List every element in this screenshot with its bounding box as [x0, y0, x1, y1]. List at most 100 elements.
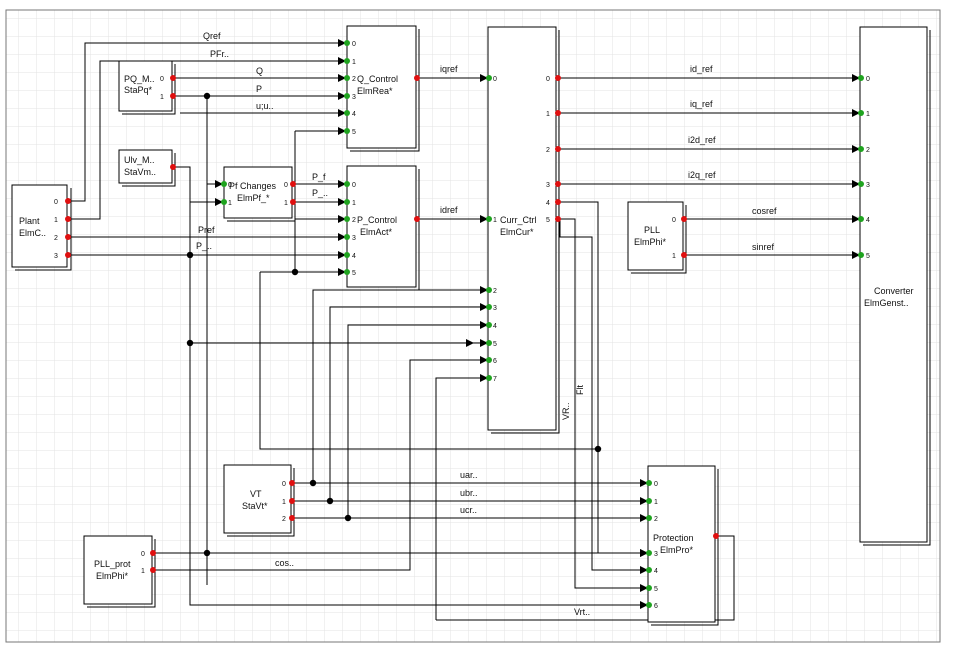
- input-port[interactable]: [858, 75, 864, 81]
- input-port[interactable]: [344, 110, 350, 116]
- output-port[interactable]: [414, 75, 420, 81]
- input-port[interactable]: [858, 146, 864, 152]
- output-port[interactable]: [289, 480, 295, 486]
- wire-vrt-back: [189, 202, 634, 606]
- input-port[interactable]: [646, 567, 652, 573]
- port-label: 2: [352, 76, 356, 83]
- input-port[interactable]: [646, 480, 652, 486]
- output-port[interactable]: [555, 199, 561, 205]
- port-label: 6: [493, 358, 497, 365]
- block-p-control[interactable]: P_Control ElmAct* 0 1 2 3 4 5: [346, 165, 420, 291]
- input-port[interactable]: [858, 252, 864, 258]
- input-port[interactable]: [646, 602, 652, 608]
- output-port[interactable]: [65, 252, 71, 258]
- block-curr-ctrl[interactable]: Curr_Ctrl ElmCur* VR.. Flt 0 1 2 3 4 5 6…: [487, 26, 585, 434]
- block-pll[interactable]: PLL ElmPhi* 0 1: [627, 201, 687, 274]
- input-port[interactable]: [344, 234, 350, 240]
- signal-labels: Qref PFr.. Q P u;u.. P_f P_.. Pref P_.. …: [196, 31, 777, 617]
- label-qref: Qref: [203, 31, 221, 41]
- input-port[interactable]: [486, 357, 492, 363]
- vt-type: StaVt*: [242, 501, 268, 511]
- output-port[interactable]: [150, 567, 156, 573]
- protection-name: Protection: [653, 533, 694, 543]
- block-pf-changes[interactable]: Pf Changes ElmPf_* 0 1 0 1: [223, 166, 296, 222]
- output-port[interactable]: [65, 216, 71, 222]
- output-port[interactable]: [555, 110, 561, 116]
- output-port[interactable]: [713, 533, 719, 539]
- block-ulv-meter[interactable]: Ulv_M.. StaVm..: [118, 149, 176, 187]
- output-port[interactable]: [170, 75, 176, 81]
- block-pll-prot[interactable]: PLL_prot ElmPhi* 0 1: [83, 535, 156, 608]
- port-label: 1: [546, 111, 550, 118]
- port-label: 3: [866, 182, 870, 189]
- output-port[interactable]: [290, 181, 296, 187]
- input-port[interactable]: [221, 199, 227, 205]
- protection-type: ElmPro*: [660, 545, 694, 555]
- output-port[interactable]: [555, 216, 561, 222]
- port-label: 0: [141, 551, 145, 558]
- input-port[interactable]: [486, 322, 492, 328]
- input-port[interactable]: [486, 216, 492, 222]
- output-port[interactable]: [65, 198, 71, 204]
- block-protection[interactable]: Protection ElmPro* 0 1 2 3 4 5 6: [647, 465, 719, 626]
- output-port[interactable]: [65, 234, 71, 240]
- output-port[interactable]: [170, 93, 176, 99]
- output-port[interactable]: [150, 550, 156, 556]
- input-port[interactable]: [344, 199, 350, 205]
- output-port[interactable]: [289, 515, 295, 521]
- output-port[interactable]: [290, 199, 296, 205]
- output-port[interactable]: [681, 252, 687, 258]
- input-port[interactable]: [344, 93, 350, 99]
- port-label: 0: [493, 76, 497, 83]
- port-label: 5: [866, 253, 870, 260]
- input-port[interactable]: [344, 75, 350, 81]
- block-converter[interactable]: Converter ElmGenst.. 0 1 2 3 4 5: [859, 26, 931, 546]
- output-port[interactable]: [681, 216, 687, 222]
- currctrl-vr-label: VR..: [561, 402, 571, 420]
- block-plant[interactable]: Plant ElmC.. 0 1 2 3: [11, 184, 72, 271]
- input-port[interactable]: [646, 515, 652, 521]
- port-label: 0: [160, 76, 164, 83]
- label-vrt: Vrt..: [574, 607, 590, 617]
- input-port[interactable]: [646, 550, 652, 556]
- input-port[interactable]: [344, 216, 350, 222]
- input-port[interactable]: [344, 40, 350, 46]
- input-port[interactable]: [344, 269, 350, 275]
- pq-type: StaPq*: [124, 85, 153, 95]
- input-port[interactable]: [344, 58, 350, 64]
- input-port[interactable]: [221, 181, 227, 187]
- input-port[interactable]: [858, 181, 864, 187]
- input-port[interactable]: [344, 181, 350, 187]
- block-q-control[interactable]: Q_Control ElmRea* 0 1 2 3 4 5: [346, 25, 420, 152]
- input-port[interactable]: [486, 375, 492, 381]
- block-pq-meter[interactable]: PQ_M.. StaPq* 0 1: [118, 60, 176, 115]
- output-port[interactable]: [555, 146, 561, 152]
- port-label: 1: [493, 217, 497, 224]
- output-port[interactable]: [555, 181, 561, 187]
- input-port[interactable]: [646, 585, 652, 591]
- output-port[interactable]: [555, 75, 561, 81]
- input-port[interactable]: [486, 75, 492, 81]
- output-port[interactable]: [414, 216, 420, 222]
- port-label: 3: [493, 305, 497, 312]
- wire-cos: [155, 553, 411, 571]
- output-port[interactable]: [289, 498, 295, 504]
- input-port[interactable]: [646, 498, 652, 504]
- input-port[interactable]: [486, 304, 492, 310]
- output-port[interactable]: [170, 164, 176, 170]
- label-uu: u;u..: [256, 101, 274, 111]
- input-port[interactable]: [858, 110, 864, 116]
- input-port[interactable]: [344, 252, 350, 258]
- port-label: 1: [672, 253, 676, 260]
- input-port[interactable]: [486, 340, 492, 346]
- block-vt[interactable]: VT StaVt* 0 1 2: [223, 464, 295, 537]
- ulv-type: StaVm..: [124, 167, 156, 177]
- input-port[interactable]: [344, 128, 350, 134]
- pcontrol-type: ElmAct*: [360, 227, 393, 237]
- port-label: 3: [54, 253, 58, 260]
- plant-type: ElmC..: [19, 228, 46, 238]
- input-port[interactable]: [858, 216, 864, 222]
- label-p-dots: P_..: [312, 188, 328, 198]
- input-port[interactable]: [486, 287, 492, 293]
